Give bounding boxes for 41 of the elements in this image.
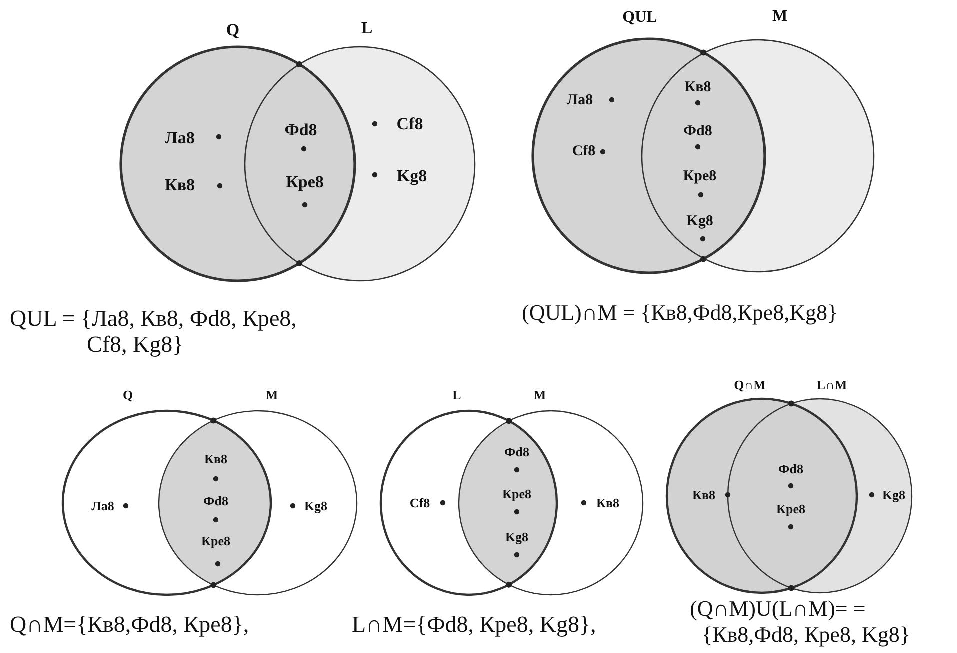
element-label: Кв8 bbox=[692, 488, 716, 502]
set-label: Q bbox=[122, 388, 134, 402]
element-label: Фd8 bbox=[684, 124, 712, 140]
element-label: Кре8 bbox=[286, 174, 324, 190]
element-label: Ла8 bbox=[566, 94, 594, 108]
element-label: Cf8 bbox=[410, 496, 430, 510]
set-formula: L∩M={Фd8, Кре8, Kg8}, bbox=[352, 612, 598, 638]
set-label: Q bbox=[226, 22, 240, 38]
element-label: Kg8 bbox=[686, 214, 714, 230]
set-formula: QUL = {Ла8, Кв8, Фd8, Кре8, Cf8, Kg8} bbox=[10, 306, 298, 358]
set-formula: (Q∩M)U(L∩M)= ={Кв8,Фd8, Кре8, Kg8} bbox=[690, 596, 912, 648]
set-label: L bbox=[361, 20, 373, 36]
element-label: Cf8 bbox=[396, 116, 424, 132]
set-formula: Q∩M={Кв8,Фd8, Кре8}, bbox=[10, 612, 250, 638]
element-label: Kg8 bbox=[396, 168, 428, 184]
element-label: Кв8 bbox=[596, 496, 620, 510]
element-label: Kg8 bbox=[505, 530, 529, 544]
element-label: Фd8 bbox=[204, 494, 228, 508]
element-label: Кв8 bbox=[165, 176, 195, 194]
set-label: L bbox=[452, 388, 462, 402]
element-label: Cf8 bbox=[572, 144, 596, 160]
element-label: Кв8 bbox=[204, 452, 228, 466]
element-label: Кре8 bbox=[502, 488, 532, 500]
element-label: Кре8 bbox=[683, 170, 717, 184]
set-label: M bbox=[266, 388, 278, 402]
element-label: Kg8 bbox=[882, 488, 906, 502]
element-label: Кв8 bbox=[684, 80, 712, 96]
set-label: M bbox=[772, 9, 788, 25]
element-label: Фd8 bbox=[778, 462, 804, 476]
element-label: Kg8 bbox=[304, 500, 328, 512]
element-label: Ла8 bbox=[92, 500, 114, 512]
set-label: M bbox=[534, 388, 546, 402]
element-label: Фd8 bbox=[504, 446, 530, 458]
set-label: Q∩M bbox=[734, 378, 766, 392]
element-label: Кре8 bbox=[776, 502, 806, 516]
element-label: Фd8 bbox=[284, 122, 318, 138]
set-label: QUL bbox=[622, 10, 658, 26]
element-label: Ла8 bbox=[165, 130, 195, 146]
set-formula: (QUL)∩M = {Кв8,Фd8,Кре8,Kg8} bbox=[522, 300, 840, 326]
element-label: Кре8 bbox=[202, 534, 230, 548]
set-label: L∩M bbox=[816, 378, 848, 392]
